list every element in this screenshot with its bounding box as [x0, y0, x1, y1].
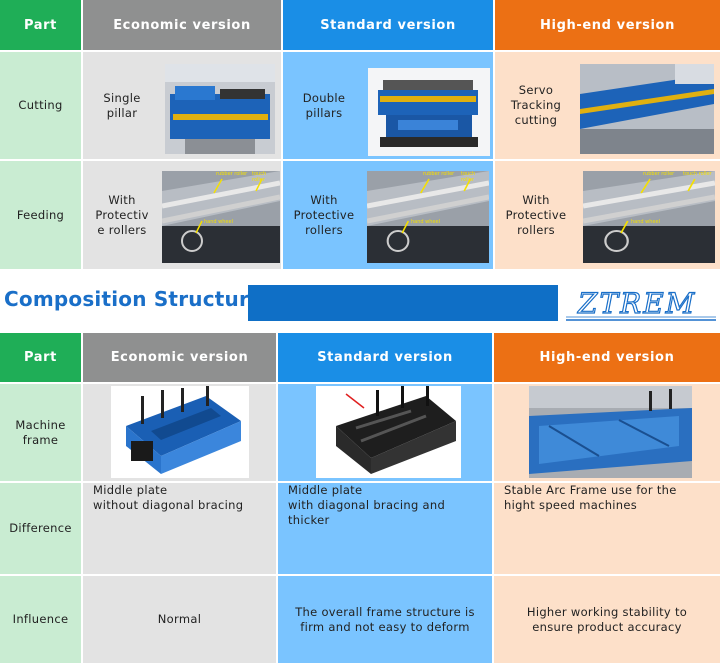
row-part-cutting: Cutting	[0, 52, 81, 159]
influence-economic-cell: Normal	[83, 576, 276, 663]
bottom-header-economic: Economic version	[83, 333, 276, 382]
feeding-standard-photo: rubber roller touch roller hand wheel	[367, 171, 489, 263]
feeding-standard-photo-label-hand: hand wheel	[411, 219, 440, 225]
feeding-economic-photo-label-hand: hand wheel	[204, 219, 233, 225]
row-part-influence: Influence	[0, 576, 81, 663]
row-part-difference: Difference	[0, 483, 81, 574]
cutting-economic-photo	[165, 64, 275, 154]
ztrem-logo: ZTREM	[566, 284, 716, 324]
banner-bar	[248, 285, 558, 321]
top-header-economic: Economic version	[83, 0, 281, 50]
bottom-header-highend: High-end version	[494, 333, 720, 382]
section-title: Composition Structure	[4, 287, 263, 311]
top-header-highend: High-end version	[495, 0, 720, 50]
feeding-economic-photo: rubber roller touch roller hand wheel	[162, 171, 280, 263]
feeding-highend-photo-label-touch: touch roller	[683, 171, 712, 177]
frame-economic-photo	[111, 386, 249, 478]
bottom-header-standard: Standard version	[278, 333, 492, 382]
cutting-highend-photo	[580, 64, 714, 154]
feeding-economic-photo-label-rubber: rubber roller	[216, 171, 248, 177]
feeding-highend-photo-label-rubber: rubber roller	[643, 171, 675, 177]
top-header-part: Part	[0, 0, 81, 50]
feeding-economic-photo-label-touch: touch roller	[252, 171, 267, 183]
feeding-highend-photo: rubber roller touch roller hand wheel	[583, 171, 715, 263]
svg-text:ZTREM: ZTREM	[577, 287, 696, 320]
feeding-highend-photo-label-hand: hand wheel	[631, 219, 660, 225]
cutting-standard-photo	[368, 68, 490, 156]
bottom-header-part: Part	[0, 333, 81, 382]
feeding-standard-photo-label-rubber: rubber roller	[423, 171, 455, 177]
frame-highend-photo	[529, 386, 692, 478]
row-part-feeding: Feeding	[0, 161, 81, 269]
top-header-standard: Standard version	[283, 0, 493, 50]
frame-standard-photo	[316, 386, 461, 478]
feeding-standard-photo-label-touch: touch roller	[461, 171, 476, 183]
